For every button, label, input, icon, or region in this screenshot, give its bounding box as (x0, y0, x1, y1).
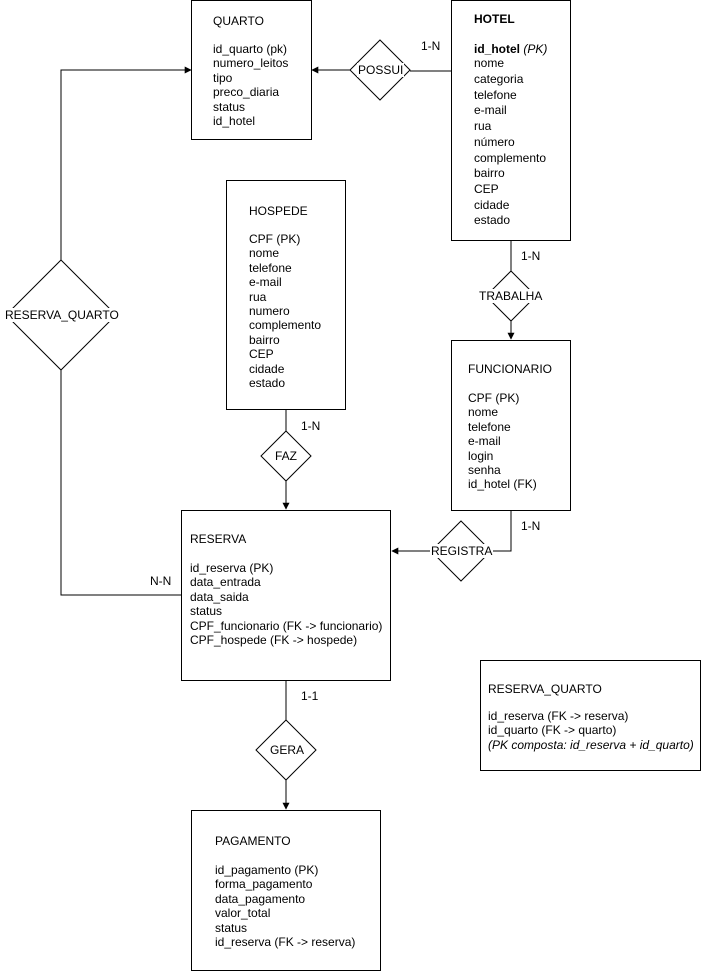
pagamento-field: id_pagamento (PK) (215, 863, 319, 877)
registra-connector-funcionario (491, 511, 512, 552)
pagamento-field: forma_pagamento (215, 877, 313, 892)
hotel-field: bairro (474, 166, 505, 181)
reserva-field: CPF_funcionario (FK -> funcionario) (190, 618, 383, 633)
hospede-field: e-mail (249, 275, 282, 290)
pagamento-field: status (215, 920, 248, 935)
trabalha-label: TRABALHA (478, 289, 544, 303)
pagamento-entity[interactable]: PAGAMENTO id_pagamento (PK) forma_pagame… (191, 810, 381, 971)
hospede-field: rua (249, 289, 267, 304)
hotel-field: nome (474, 56, 505, 71)
reserva-quarto-connector-quarto (60, 66, 192, 260)
funcionario-field: CPF (PK) (468, 391, 520, 405)
reserva-entity[interactable]: RESERVA id_reserva (PK) data_entrada dat… (181, 510, 391, 681)
funcionario-field: login (468, 448, 494, 463)
quarto-title: QUARTO (213, 14, 264, 28)
reserva-field: status (190, 604, 223, 619)
funcionario-title: FUNCIONARIO (468, 362, 552, 376)
trabalha-cardinality: 1-N (521, 249, 541, 263)
reserva-quarto-cardinality: N-N (150, 574, 172, 588)
hospede-field: nome (249, 246, 280, 261)
funcionario-field: telefone (468, 419, 511, 434)
reserva-quarto-pk-note: (PK composta: id_reserva + id_quarto) (488, 737, 694, 752)
registra-label: REGISTRA (430, 544, 494, 558)
pagamento-field: id_reserva (FK -> reserva) (215, 934, 356, 949)
hospede-entity[interactable]: HOSPEDE CPF (PK) nome telefone e-mail ru… (226, 180, 346, 410)
hospede-field: estado (249, 375, 286, 390)
hospede-field: cidade (249, 361, 285, 376)
reserva-field: id_reserva (PK) (190, 561, 274, 575)
funcionario-fields: CPF (PK) nome telefone e-mail login senh… (468, 391, 537, 492)
gera-cardinality: 1-1 (301, 689, 319, 703)
quarto-field: preco_diaria (213, 85, 280, 100)
funcionario-field: senha (468, 462, 501, 477)
quarto-field: status (213, 99, 246, 114)
reserva-field: data_entrada (190, 575, 261, 590)
hotel-field: CEP (474, 181, 499, 196)
registra-cardinality: 1-N (521, 519, 541, 533)
hotel-pk-name: id_hotel (474, 42, 521, 56)
reserva-fields: id_reserva (PK) data_entrada data_saida … (190, 561, 382, 647)
funcionario-field: nome (468, 405, 499, 420)
reserva-quarto-field: id_quarto (FK -> quarto) (488, 723, 617, 738)
reserva-quarto-entity-title: RESERVA_QUARTO (488, 682, 602, 696)
hospede-fields: CPF (PK) nome telefone e-mail rua numero… (249, 232, 321, 390)
faz-label: FAZ (274, 449, 299, 463)
hotel-fields: id_hotel (PK) nome categoria telefone e-… (474, 42, 547, 229)
reserva-quarto-connector-reserva (60, 370, 181, 596)
reserva-field: CPF_hospede (FK -> hospede) (190, 632, 358, 647)
funcionario-entity[interactable]: FUNCIONARIO CPF (PK) nome telefone e-mai… (451, 340, 571, 511)
faz-cardinality: 1-N (301, 419, 321, 433)
hospede-field: CEP (249, 347, 274, 362)
hotel-field: categoria (474, 72, 524, 87)
hotel-field: telefone (474, 87, 517, 102)
hotel-pk-note: (PK) (523, 42, 548, 56)
hospede-field: telefone (249, 260, 292, 275)
reserva-quarto-label: RESERVA_QUARTO (4, 308, 120, 322)
hotel-field: e-mail (474, 103, 507, 118)
hotel-field: complemento (474, 150, 547, 165)
hotel-field: rua (474, 119, 492, 134)
quarto-field: id_hotel (213, 113, 256, 128)
funcionario-field: e-mail (468, 434, 501, 449)
hospede-field: numero (249, 303, 290, 318)
reserva-title: RESERVA (190, 532, 247, 546)
pagamento-field: data_pagamento (215, 891, 306, 906)
reserva-quarto-entity[interactable]: RESERVA_QUARTO id_reserva (FK -> reserva… (480, 660, 701, 771)
pagamento-fields: id_pagamento (PK) forma_pagamento data_p… (215, 863, 355, 949)
reserva-quarto-entity-fields: id_reserva (FK -> reserva) id_quarto (FK… (488, 709, 694, 752)
quarto-entity[interactable]: QUARTO id_quarto (pk) numero_leitos tipo… (191, 0, 312, 140)
hospede-field: complemento (249, 318, 322, 333)
hospede-field: bairro (249, 332, 280, 347)
hotel-entity[interactable]: HOTEL id_hotel (PK) nome categoria telef… (451, 0, 571, 241)
pagamento-field: valor_total (215, 906, 271, 921)
reserva-field: data_saida (190, 589, 249, 604)
quarto-field: id_quarto (pk) (213, 42, 288, 56)
quarto-field: numero_leitos (213, 56, 289, 71)
funcionario-field: id_hotel (FK) (468, 477, 537, 492)
possui-cardinality: 1-N (421, 39, 441, 53)
hotel-field: número (474, 134, 515, 149)
possui-label: POSSUI (357, 63, 405, 77)
gera-label: GERA (269, 743, 306, 757)
pagamento-title: PAGAMENTO (215, 834, 291, 848)
hotel-field: cidade (474, 197, 510, 212)
hospede-title: HOSPEDE (249, 204, 308, 218)
hotel-field: estado (474, 213, 511, 228)
quarto-fields: id_quarto (pk) numero_leitos tipo preco_… (213, 42, 288, 128)
quarto-field: tipo (213, 70, 233, 85)
hotel-pk-field: id_hotel (PK) (474, 42, 547, 56)
reserva-quarto-field: id_reserva (FK -> reserva) (488, 709, 629, 723)
hotel-title: HOTEL (474, 12, 515, 26)
hospede-field: CPF (PK) (249, 232, 301, 246)
